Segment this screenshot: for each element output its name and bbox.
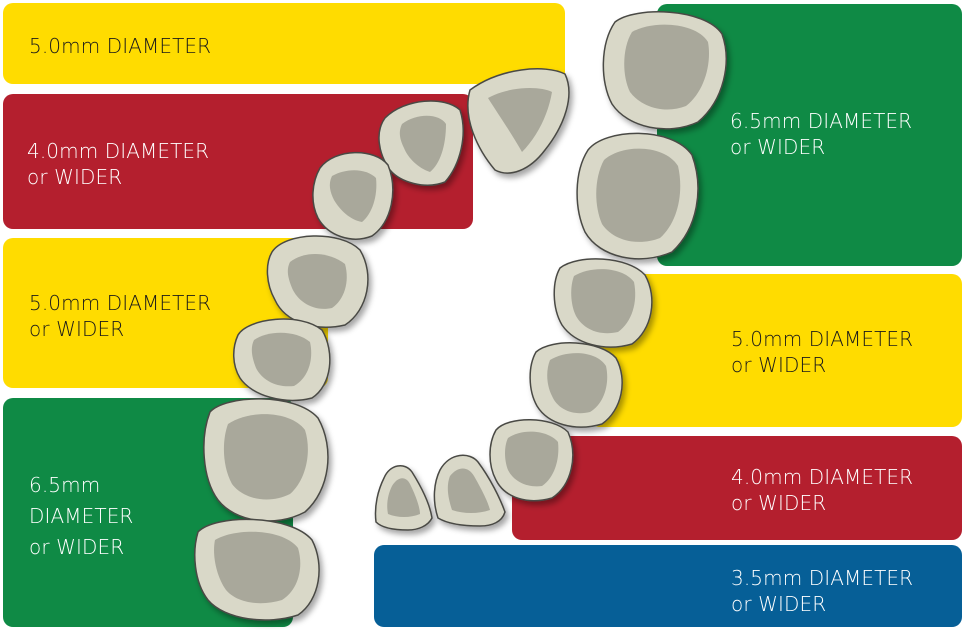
tooth-left-lateral-incisor <box>379 101 463 185</box>
tooth-right-first-premolar <box>530 343 622 427</box>
tooth-right-central-incisor <box>375 466 432 530</box>
tooth-left-canine <box>313 153 393 239</box>
tooth-left-first-molar <box>204 399 328 521</box>
tooth-right-canine <box>490 420 573 501</box>
tooth-left-central-incisor <box>468 69 569 173</box>
tooth-left-first-premolar <box>267 236 368 327</box>
tooth-left-second-molar <box>195 519 319 620</box>
tooth-left-second-premolar <box>234 319 330 400</box>
tooth-right-first-molar <box>577 133 698 258</box>
tooth-right-second-premolar <box>554 259 652 347</box>
tooth-right-second-molar <box>603 12 726 129</box>
